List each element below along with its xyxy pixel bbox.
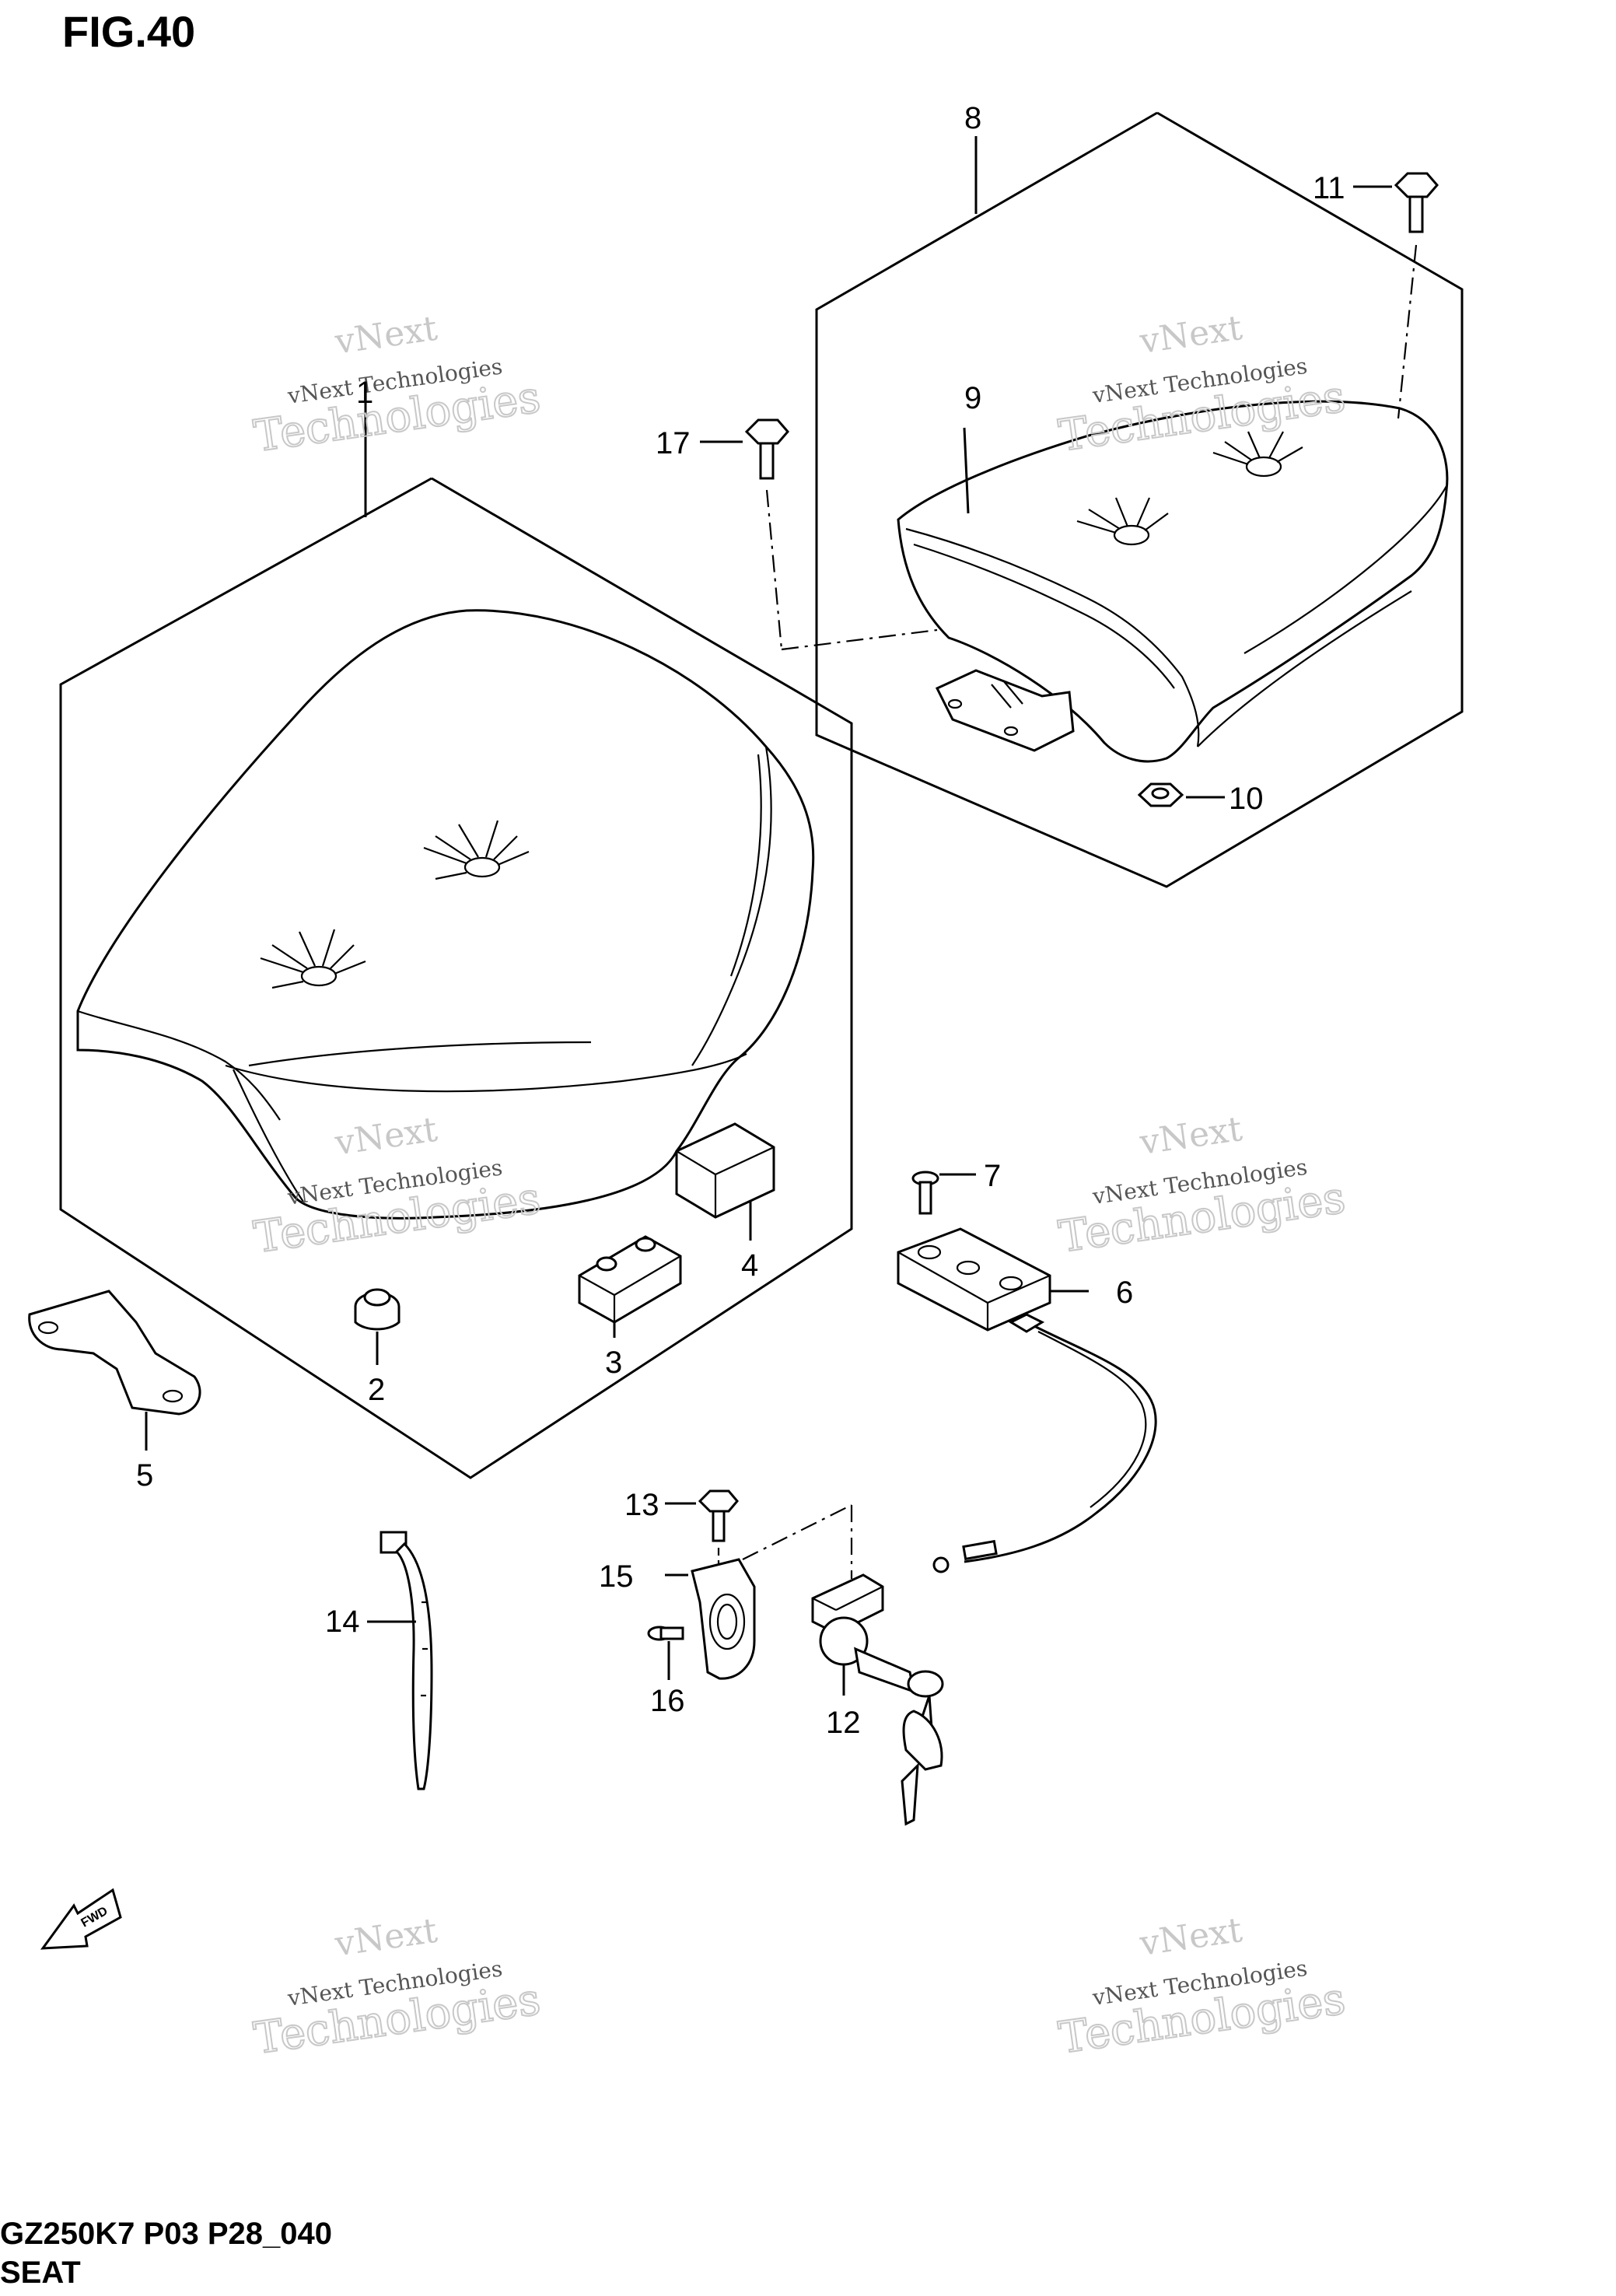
part-13-bolt [665,1489,739,1563]
fwd-arrow-icon: FWD [40,1888,122,1950]
callout-2: 2 [368,1373,385,1407]
front-seat-group-frame [59,397,853,1479]
callout-1: 1 [356,376,373,410]
diagram-code: GZ250K7 P03 P28_040 [0,2217,332,2251]
callout-14: 14 [325,1605,360,1639]
svg-text:vNext: vNext [332,1911,440,1965]
part-6-lock-cable [897,1227,1157,1573]
part-10-nut [1137,782,1225,807]
part-3-damper [578,1235,682,1338]
callout-7: 7 [984,1159,1001,1193]
callout-4: 4 [741,1248,758,1283]
rear-seat-group-frame [815,111,1464,888]
svg-text:vNext: vNext [1137,1109,1245,1163]
watermark-mid-right: vNext vNext Technologies Technologies [1055,1109,1349,1264]
callout-13: 13 [624,1488,659,1522]
callout-8: 8 [964,101,981,135]
part-7-screw [911,1171,976,1215]
svg-text:vNext: vNext [1137,308,1245,362]
part-5-bracket [28,1290,201,1451]
part-11-bolt [1353,172,1439,419]
part-12-lock-cylinder [811,1505,944,1826]
callout-10: 10 [1229,782,1264,816]
part-16-screw [647,1626,684,1680]
svg-text:vNext: vNext [1137,1910,1245,1964]
figure-title: FIG.40 [62,7,195,56]
front-seat-illustration [76,609,815,1220]
callout-17: 17 [656,426,691,460]
svg-text:vNext: vNext [332,309,440,362]
part-14-tie-strap [367,1531,433,1790]
callout-6: 6 [1116,1276,1133,1310]
part-17-bolt [700,418,938,651]
watermark-bottom-right: vNext vNext Technologies Technologies [1055,1910,1349,2065]
callout-15: 15 [599,1559,634,1594]
callout-11: 11 [1313,171,1345,205]
part-4-block [675,1122,775,1241]
callout-12: 12 [826,1706,861,1740]
callout-3: 3 [605,1346,622,1380]
part-2-nut [354,1288,401,1365]
watermark-top-left: vNext vNext Technologies Technologies [250,309,544,464]
rear-seat-illustration [897,400,1449,763]
callout-16: 16 [650,1684,685,1718]
part-15-bracket [665,1504,852,1680]
diagram-name: SEAT [0,2256,81,2290]
callout-9: 9 [964,381,981,415]
callout-5: 5 [136,1458,153,1493]
watermark-bottom-left: vNext vNext Technologies Technologies [250,1911,544,2066]
